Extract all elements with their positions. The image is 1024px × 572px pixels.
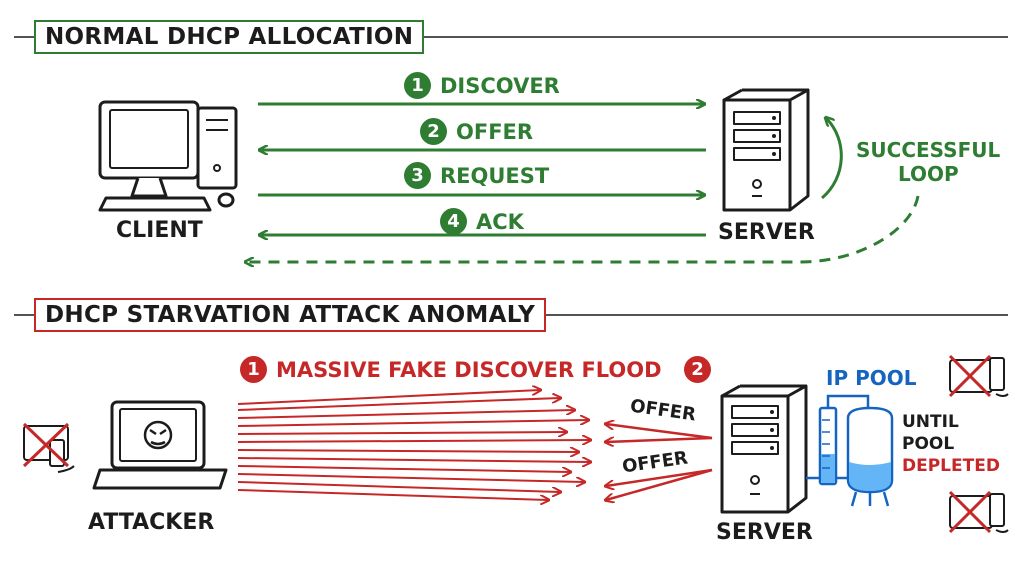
arrow-offer-back-1b bbox=[606, 438, 713, 442]
flood-arrow bbox=[237, 420, 588, 427]
step-label: REQUEST bbox=[440, 163, 550, 188]
flood-arrow bbox=[237, 410, 574, 419]
flood-arrow bbox=[237, 440, 590, 442]
arrow-offer-back-2b bbox=[606, 468, 713, 500]
step-ack: 4 ACK bbox=[440, 208, 524, 235]
loop-return-dashed-arrow bbox=[246, 195, 920, 262]
loop-label-line2: LOOP bbox=[898, 162, 959, 186]
attack-title-text: DHCP STARVATION ATTACK ANOMALY bbox=[45, 302, 536, 328]
flood-arrow bbox=[237, 398, 560, 411]
flood-arrow bbox=[237, 390, 540, 405]
ip-pool-label: IP POOL bbox=[826, 366, 917, 390]
step-request: 3 REQUEST bbox=[404, 162, 549, 189]
depleted-label: DEPLETED bbox=[902, 456, 1000, 476]
normal-title-text: NORMAL DHCP ALLOCATION bbox=[45, 24, 414, 50]
step-number-badge: 3 bbox=[404, 162, 431, 189]
ip-pool-tank-icon bbox=[806, 394, 894, 507]
server-bottom-icon bbox=[720, 384, 808, 514]
attacker-laptop-icon bbox=[92, 400, 228, 490]
step-label: OFFER bbox=[456, 119, 534, 144]
flood-arrow bbox=[237, 432, 566, 434]
step-number-badge: 1 bbox=[404, 72, 431, 99]
step-discover: 1 DISCOVER bbox=[404, 72, 560, 99]
client-label: CLIENT bbox=[116, 218, 203, 243]
blocked-computer-top-right-icon bbox=[948, 354, 1009, 398]
step-number-badge: 4 bbox=[440, 208, 467, 235]
step-offer: 2 OFFER bbox=[420, 118, 533, 145]
step-number-badge: 2 bbox=[420, 118, 447, 145]
attack-step-1: 1 MASSIVE FAKE DISCOVER FLOOD bbox=[240, 356, 662, 383]
step-number-badge: 2 bbox=[684, 356, 711, 383]
blocked-computer-bottom-right-icon bbox=[948, 490, 1009, 534]
attack-step-2: 2 bbox=[684, 356, 720, 383]
flood-arrows bbox=[237, 390, 590, 500]
loop-label-line1: SUCCESSFUL bbox=[856, 138, 1001, 162]
flood-arrow bbox=[237, 489, 548, 500]
attacker-label: ATTACKER bbox=[88, 510, 215, 535]
arrow-offer-back-1 bbox=[606, 424, 713, 440]
client-computer-icon bbox=[98, 100, 238, 212]
hacker-face-icon bbox=[143, 420, 173, 450]
loop-curve-arrow bbox=[821, 118, 843, 200]
flood-arrow bbox=[237, 473, 584, 482]
server-bottom-label: SERVER bbox=[716, 520, 813, 545]
flood-arrow bbox=[237, 465, 570, 472]
flood-label: MASSIVE FAKE DISCOVER FLOOD bbox=[276, 357, 662, 382]
until-label: UNTIL bbox=[902, 412, 959, 432]
flood-arrow bbox=[237, 481, 560, 492]
flood-arrow bbox=[237, 450, 578, 452]
pool-label: POOL bbox=[902, 434, 955, 454]
flood-arrow bbox=[237, 458, 590, 462]
attack-section-title: DHCP STARVATION ATTACK ANOMALY bbox=[34, 298, 547, 332]
arrow-offer-back-2 bbox=[606, 468, 713, 486]
step-label: ACK bbox=[476, 209, 524, 234]
server-top-icon bbox=[722, 88, 810, 212]
server-top-label: SERVER bbox=[718, 220, 815, 245]
blocked-computer-left-icon bbox=[22, 422, 75, 473]
normal-section-title: NORMAL DHCP ALLOCATION bbox=[34, 20, 425, 54]
step-number-badge: 1 bbox=[240, 356, 267, 383]
step-label: DISCOVER bbox=[440, 73, 560, 98]
